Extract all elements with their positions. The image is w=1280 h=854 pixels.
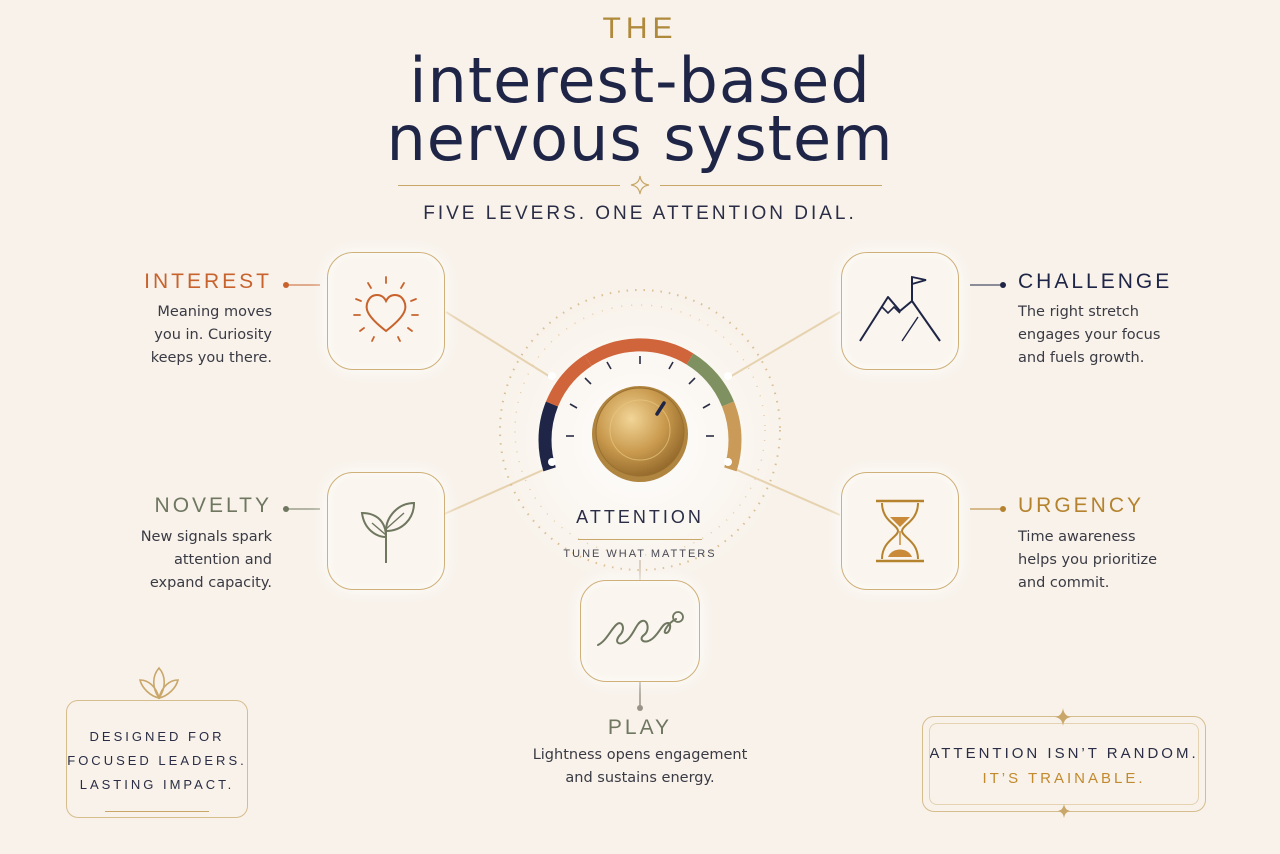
desc-line: you in. Curiosity bbox=[154, 327, 272, 343]
sparkle-icon bbox=[1058, 804, 1070, 818]
connector-play-dot bbox=[637, 705, 643, 711]
interest-leader-line bbox=[283, 282, 320, 288]
footer-left-line: DESIGNED FOR bbox=[89, 729, 225, 744]
desc-line: Time awareness bbox=[1018, 529, 1136, 545]
footer-left-text: DESIGNED FOR FOCUSED LEADERS. LASTING IM… bbox=[67, 725, 247, 797]
desc-line: helps you prioritize bbox=[1018, 552, 1158, 568]
desc-line: The right stretch bbox=[1018, 304, 1139, 320]
play-tile bbox=[580, 580, 700, 682]
desc-line: and sustains energy. bbox=[565, 770, 715, 786]
arc-rust-2 bbox=[584, 338, 694, 367]
urgency-leader-line bbox=[970, 506, 1006, 512]
lever-challenge: CHALLENGE The right stretch engages your… bbox=[1018, 270, 1218, 370]
sprout-icon bbox=[360, 501, 416, 563]
arc-gold bbox=[721, 401, 742, 441]
sparkle-icon bbox=[630, 175, 650, 195]
desc-line: Lightness opens engagement bbox=[532, 747, 748, 763]
footer-right-line1: ATTENTION ISN’T RANDOM. bbox=[929, 745, 1199, 762]
dial-pointer bbox=[655, 401, 666, 416]
dial-label: ATTENTION bbox=[576, 507, 704, 527]
novelty-leader-line bbox=[283, 506, 320, 512]
lever-interest-title: INTEREST bbox=[144, 270, 272, 293]
lever-challenge-title: CHALLENGE bbox=[1018, 270, 1173, 293]
challenge-leader-line bbox=[970, 282, 1006, 288]
arc-gold-2 bbox=[724, 439, 742, 472]
page-title: interest-based nervous system bbox=[0, 44, 1280, 175]
title-rule-left bbox=[398, 185, 620, 186]
desc-line: expand capacity. bbox=[149, 575, 272, 591]
lever-novelty: NOVELTY New signals spark attention and … bbox=[110, 494, 272, 595]
footer-right-inner-border bbox=[929, 723, 1199, 805]
desc-line: attention and bbox=[173, 552, 272, 568]
desc-line: New signals spark bbox=[140, 529, 272, 545]
lever-challenge-desc: The right stretch engages your focus and… bbox=[1018, 301, 1218, 370]
sparkle-icon bbox=[1055, 708, 1071, 726]
footer-left-line: LASTING IMPACT. bbox=[79, 777, 235, 792]
footer-left-box: DESIGNED FOR FOCUSED LEADERS. LASTING IM… bbox=[66, 700, 248, 818]
novelty-tile bbox=[327, 472, 445, 590]
desc-line: engages your focus bbox=[1018, 327, 1161, 343]
desc-line: and fuels growth. bbox=[1018, 350, 1145, 366]
arc-glow-dot bbox=[724, 372, 732, 380]
dial-ticks bbox=[566, 356, 714, 437]
desc-line: Meaning moves bbox=[157, 304, 272, 320]
lever-novelty-title: NOVELTY bbox=[154, 494, 272, 517]
lever-novelty-desc: New signals spark attention and expand c… bbox=[110, 526, 272, 595]
subtitle: FIVE LEVERS. ONE ATTENTION DIAL. bbox=[423, 203, 857, 224]
challenge-tile bbox=[841, 252, 959, 370]
arc-glow-dot bbox=[548, 458, 556, 466]
urgency-tile bbox=[841, 472, 959, 590]
interest-tile bbox=[327, 252, 445, 370]
connector-challenge bbox=[727, 311, 841, 379]
arc-navy bbox=[538, 439, 556, 472]
heart-icon bbox=[353, 276, 419, 342]
lever-interest-desc: Meaning moves you in. Curiosity keeps yo… bbox=[120, 301, 272, 370]
kicker: THE bbox=[602, 12, 678, 45]
dial-dotted-halo bbox=[499, 289, 781, 571]
mountain-flag-icon bbox=[859, 275, 941, 342]
footer-right-box: ATTENTION ISN’T RANDOM. IT’S TRAINABLE. bbox=[922, 716, 1206, 812]
desc-line: keeps you there. bbox=[150, 350, 272, 366]
dial-knob-ring bbox=[609, 399, 671, 461]
arc-navy-2 bbox=[538, 401, 559, 441]
desc-line: and commit. bbox=[1018, 575, 1110, 591]
squiggle-icon bbox=[597, 611, 684, 646]
dial-knob bbox=[595, 387, 685, 477]
footer-left-line: FOCUSED LEADERS. bbox=[67, 753, 247, 768]
title-rule-right bbox=[660, 185, 882, 186]
dial-arc bbox=[538, 338, 742, 472]
arc-glow-dot bbox=[548, 372, 556, 380]
footer-left-rule bbox=[105, 811, 209, 812]
lever-interest: INTEREST Meaning moves you in. Curiosity… bbox=[120, 270, 272, 370]
dial-label-rule bbox=[578, 539, 702, 540]
lever-urgency-title: URGENCY bbox=[1018, 494, 1145, 517]
dial-sublabel: TUNE WHAT MATTERS bbox=[563, 548, 717, 560]
lever-urgency: URGENCY Time awareness helps you priorit… bbox=[1018, 494, 1228, 595]
lever-urgency-desc: Time awareness helps you prioritize and … bbox=[1018, 526, 1228, 595]
lever-play-desc: Lightness opens engagement and sustains … bbox=[500, 744, 780, 790]
lotus-icon bbox=[138, 666, 180, 700]
dial-dotted-halo-inner bbox=[514, 304, 766, 556]
connector-interest bbox=[445, 311, 553, 379]
title-line-1: interest-based bbox=[409, 44, 871, 117]
arc-glow-dot bbox=[724, 458, 732, 466]
footer-right-line2: IT’S TRAINABLE. bbox=[982, 770, 1146, 787]
title-line-2: nervous system bbox=[386, 102, 894, 175]
arc-sage bbox=[686, 353, 735, 407]
hourglass-icon bbox=[876, 499, 924, 563]
connector-urgency bbox=[727, 465, 841, 516]
arc-rust bbox=[545, 355, 592, 407]
lever-play-title: PLAY bbox=[607, 716, 673, 739]
connector-novelty bbox=[441, 465, 553, 516]
